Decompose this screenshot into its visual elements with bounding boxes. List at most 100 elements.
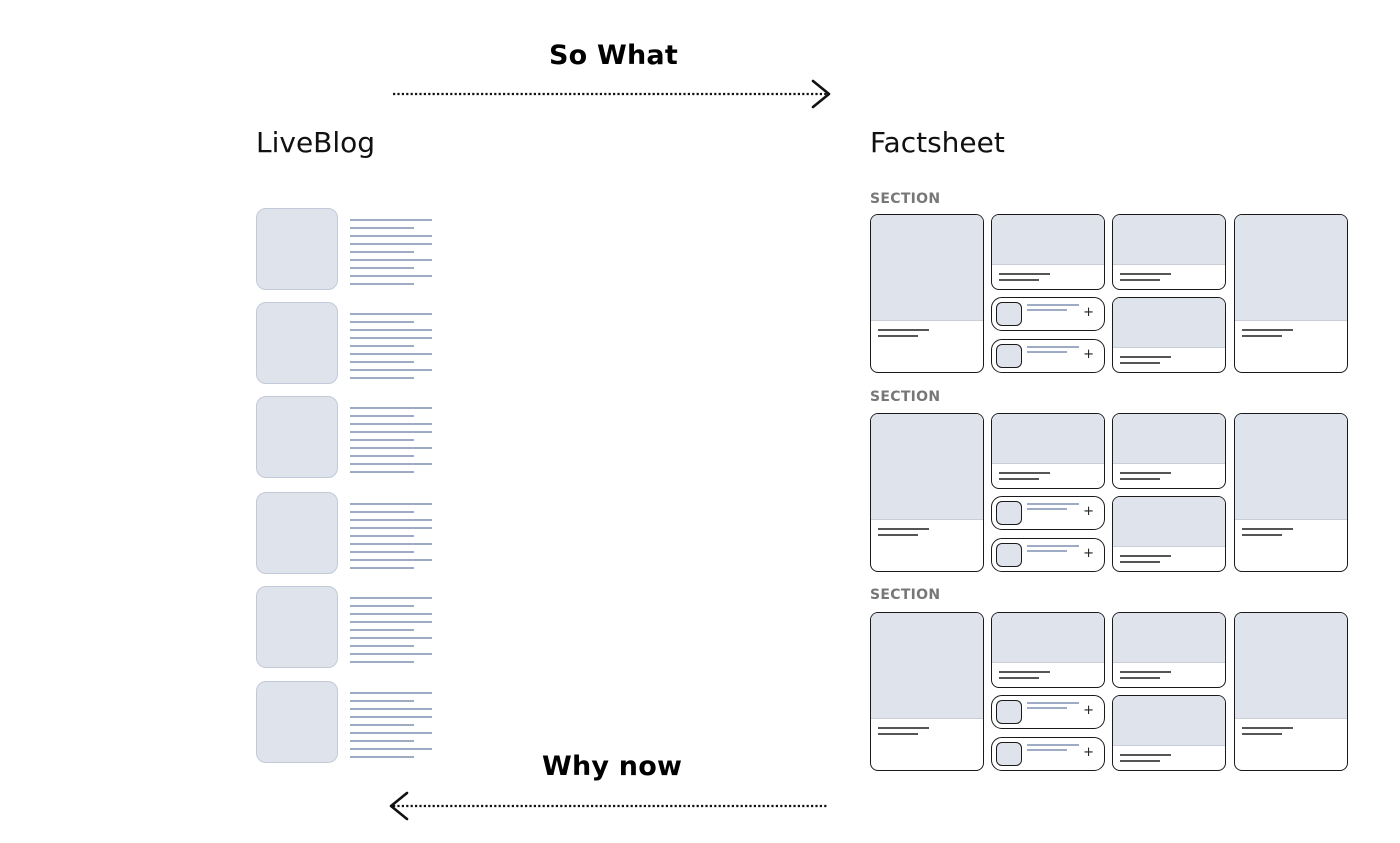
liveblog-text-placeholder — [350, 407, 432, 479]
card-image-placeholder — [1235, 215, 1347, 321]
tall-card[interactable] — [870, 214, 984, 373]
text-line — [350, 629, 414, 631]
card-image-placeholder — [871, 613, 983, 719]
compact-item[interactable]: + — [991, 695, 1105, 729]
text-line — [350, 329, 432, 331]
small-card[interactable] — [991, 413, 1105, 489]
card-caption-line — [878, 329, 929, 331]
tall-card[interactable] — [1234, 214, 1348, 373]
so-what-label: So What — [549, 40, 678, 71]
text-line — [350, 756, 414, 758]
text-line — [1027, 749, 1067, 751]
small-card[interactable] — [1112, 496, 1226, 572]
text-line — [1027, 508, 1067, 510]
small-card[interactable] — [1112, 695, 1226, 771]
text-line — [350, 503, 432, 505]
text-line — [350, 637, 432, 639]
compact-item[interactable]: + — [991, 737, 1105, 771]
section-label: SECTION — [870, 191, 941, 207]
small-card[interactable] — [1112, 297, 1226, 373]
liveblog-thumbnail — [256, 396, 338, 478]
small-card[interactable] — [1112, 612, 1226, 688]
liveblog-text-placeholder — [350, 503, 432, 575]
small-card[interactable] — [1112, 214, 1226, 290]
compact-item-thumbnail — [996, 344, 1022, 368]
liveblog-thumbnail — [256, 681, 338, 763]
small-card[interactable] — [1112, 413, 1226, 489]
text-line — [1027, 707, 1067, 709]
text-line — [1027, 550, 1067, 552]
card-image-placeholder — [1113, 497, 1225, 547]
text-line — [350, 700, 414, 702]
text-line — [350, 597, 432, 599]
card-image-placeholder — [871, 414, 983, 520]
card-caption-line — [999, 279, 1039, 281]
text-line — [350, 535, 414, 537]
text-line — [350, 415, 414, 417]
card-caption-line — [1120, 677, 1160, 679]
text-line — [350, 275, 432, 277]
text-line — [350, 455, 414, 457]
compact-item[interactable]: + — [991, 496, 1105, 530]
small-card[interactable] — [991, 612, 1105, 688]
card-caption-line — [878, 335, 918, 337]
compact-item[interactable]: + — [991, 297, 1105, 331]
card-image-placeholder — [1113, 414, 1225, 464]
text-line — [350, 431, 432, 433]
tall-card[interactable] — [1234, 413, 1348, 572]
card-image-placeholder — [992, 414, 1104, 464]
text-line — [350, 613, 432, 615]
compact-item[interactable]: + — [991, 339, 1105, 373]
small-card[interactable] — [991, 214, 1105, 290]
liveblog-thumbnail — [256, 586, 338, 668]
expand-plus-icon[interactable]: + — [1083, 745, 1094, 760]
text-line — [350, 661, 414, 663]
expand-plus-icon[interactable]: + — [1083, 305, 1094, 320]
liveblog-text-placeholder — [350, 219, 432, 291]
tall-card[interactable] — [1234, 612, 1348, 771]
card-caption-line — [1242, 733, 1282, 735]
card-caption-line — [1120, 555, 1171, 557]
text-line — [350, 519, 432, 521]
text-line — [350, 559, 432, 561]
card-caption-line — [1120, 478, 1160, 480]
text-line — [350, 423, 432, 425]
text-line — [350, 259, 432, 261]
compact-item-thumbnail — [996, 302, 1022, 326]
text-line — [350, 724, 414, 726]
card-caption-line — [1120, 760, 1160, 762]
card-image-placeholder — [1113, 613, 1225, 663]
expand-plus-icon[interactable]: + — [1083, 504, 1094, 519]
text-line — [350, 740, 414, 742]
liveblog-entry[interactable] — [256, 492, 436, 574]
section-label: SECTION — [870, 389, 941, 405]
card-caption-line — [878, 733, 918, 735]
expand-plus-icon[interactable]: + — [1083, 347, 1094, 362]
liveblog-entry[interactable] — [256, 302, 436, 384]
liveblog-entry[interactable] — [256, 396, 436, 478]
card-caption-line — [1242, 329, 1293, 331]
text-line — [350, 439, 414, 441]
card-caption-line — [1120, 472, 1171, 474]
text-line — [350, 251, 414, 253]
liveblog-entry[interactable] — [256, 681, 436, 763]
section-label: SECTION — [870, 587, 941, 603]
card-caption-line — [1120, 279, 1160, 281]
tall-card[interactable] — [870, 612, 984, 771]
liveblog-text-placeholder — [350, 692, 432, 764]
compact-item-thumbnail — [996, 700, 1022, 724]
compact-item[interactable]: + — [991, 538, 1105, 572]
expand-plus-icon[interactable]: + — [1083, 703, 1094, 718]
text-line — [350, 243, 432, 245]
liveblog-entry[interactable] — [256, 586, 436, 668]
liveblog-entry[interactable] — [256, 208, 436, 290]
text-line — [350, 692, 432, 694]
tall-card[interactable] — [870, 413, 984, 572]
card-caption-line — [878, 528, 929, 530]
expand-plus-icon[interactable]: + — [1083, 546, 1094, 561]
text-line — [350, 645, 414, 647]
text-line — [350, 377, 414, 379]
text-line — [1027, 503, 1079, 505]
